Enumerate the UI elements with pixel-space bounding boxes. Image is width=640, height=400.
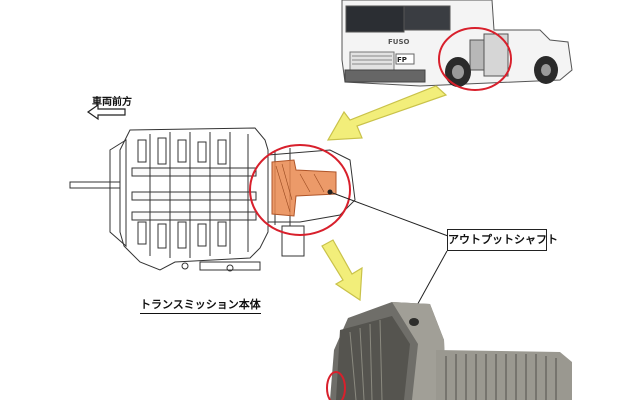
truck-illustration: FUSO FP	[341, 0, 573, 91]
truck-highlight-ring	[438, 27, 512, 91]
transmission-body-label: トランスミッション本体	[140, 296, 261, 314]
output-shaft-callout: アウトプットシャフト	[447, 229, 558, 251]
arrow-truck-to-transmission	[326, 85, 448, 141]
output-shaft-photo	[326, 302, 572, 400]
shaft-highlight-ring	[326, 371, 346, 400]
vehicle-front-arrow	[86, 103, 126, 121]
arrow-transmission-to-shaft	[321, 239, 363, 302]
truck-brand-text: FUSO	[388, 38, 410, 46]
transmission-drawing	[69, 127, 356, 272]
vehicle-front-label: 車両前方	[92, 97, 132, 108]
truck-badge-text: FP	[397, 56, 407, 64]
transmission-highlight-ring	[249, 144, 351, 236]
callout-leader-top	[329, 191, 449, 237]
output-shaft-part	[271, 159, 337, 217]
